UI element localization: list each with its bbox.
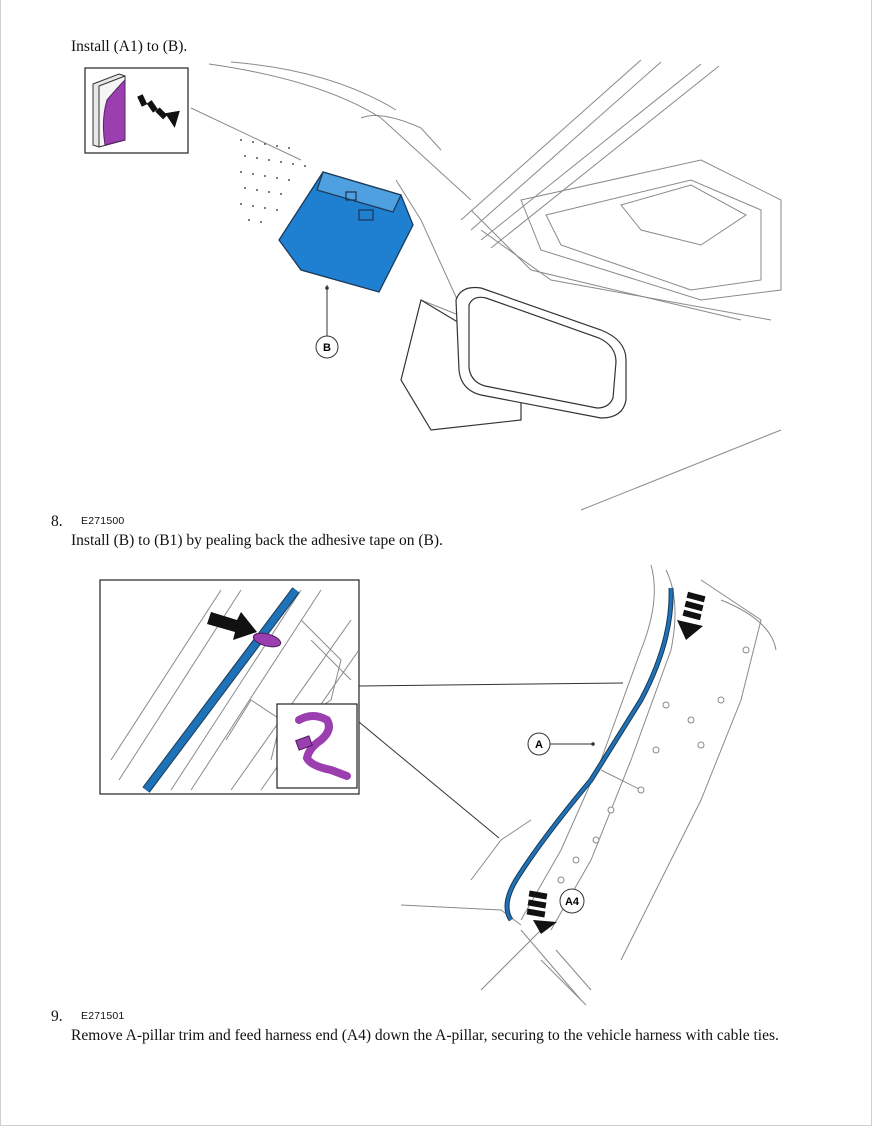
step9-figure-ref: E271501 (81, 1010, 125, 1022)
feed-direction-arrow-top-icon (677, 591, 706, 640)
feed-direction-arrow-bottom-icon (526, 890, 557, 934)
callout-a4: A4 (565, 896, 580, 908)
step9-instruction: Remove A-pillar trim and feed harness en… (71, 1027, 779, 1044)
callout-a: A (535, 739, 543, 751)
step9-number: 9. (51, 1008, 63, 1025)
step7-instruction: Install (A1) to (B). (71, 38, 188, 55)
cable-tie (252, 632, 282, 648)
pillar-harness-wire (504, 587, 674, 922)
callout-b: B (323, 342, 331, 354)
rear-view-mirror (400, 286, 627, 431)
peel-direction-arrow-icon (137, 94, 180, 128)
step8-instruction: Install (B) to (B1) by pealing back the … (71, 532, 443, 549)
step8-number: 8. (51, 513, 63, 530)
adhesive-pad-icon (92, 73, 126, 148)
cable-tie-icon (295, 712, 351, 780)
figure-a-pillar-harness: A A4 (99, 564, 777, 1006)
figure-module-install: B (84, 59, 782, 511)
step8-figure-ref: E271500 (81, 515, 125, 527)
camera-module (278, 171, 414, 293)
pointer-arrow-icon (207, 612, 257, 640)
